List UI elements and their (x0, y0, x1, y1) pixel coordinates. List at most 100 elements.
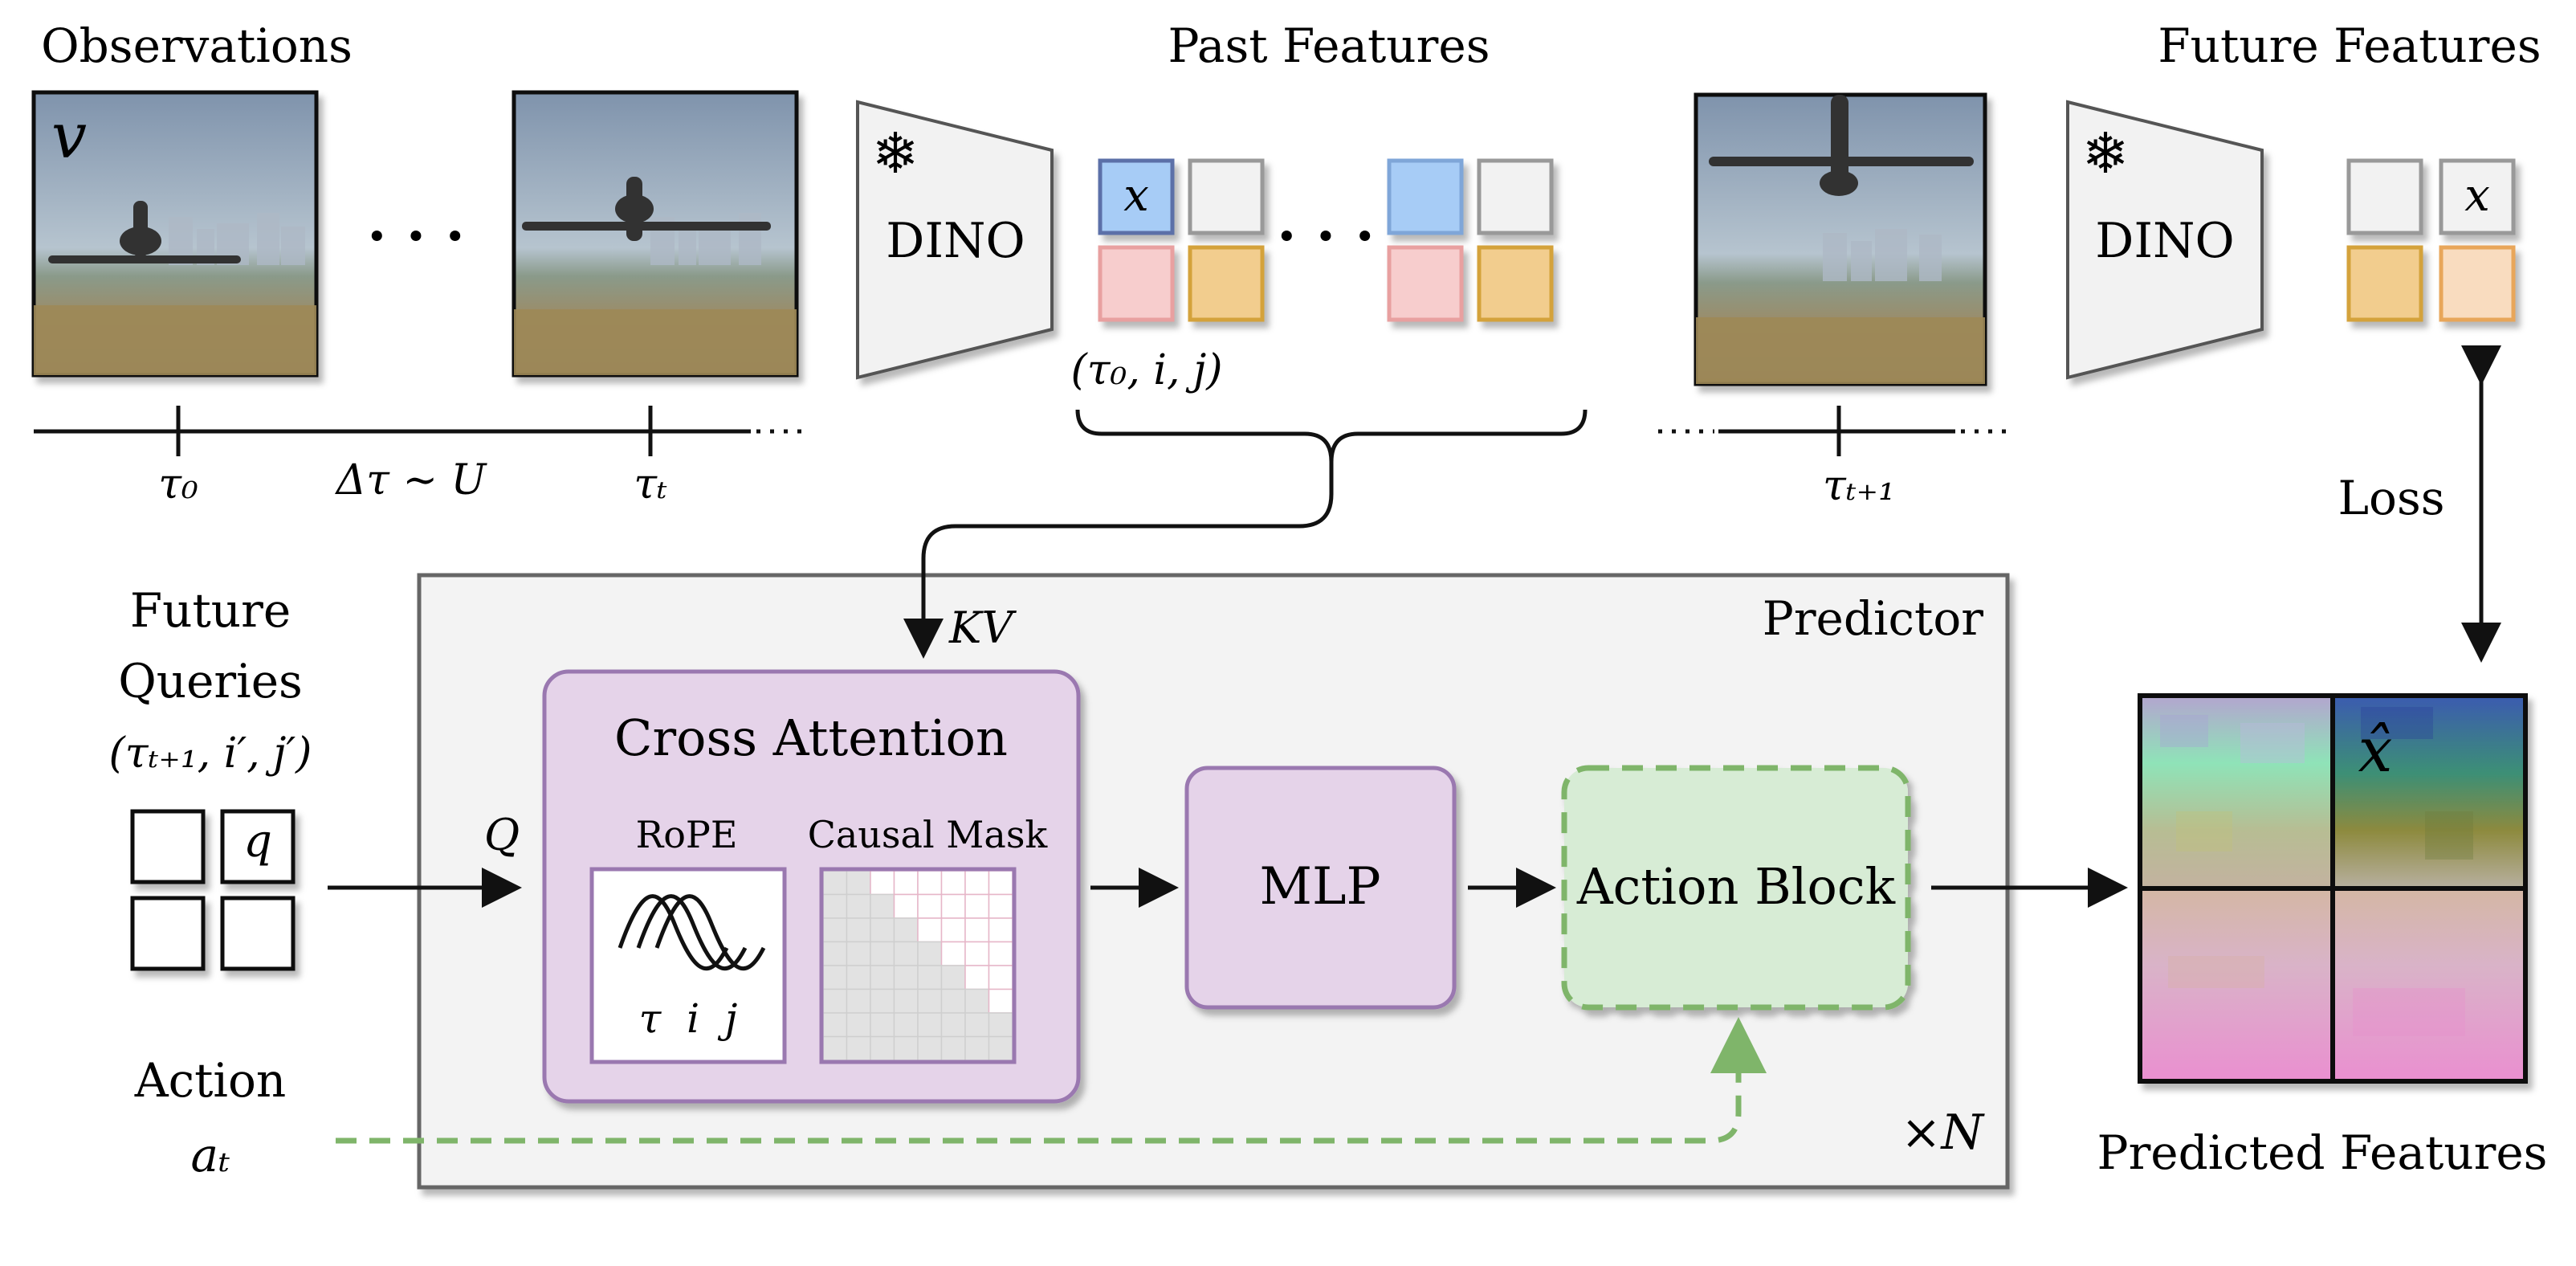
predicted-features-grid (2138, 693, 2528, 1084)
causal-mask-cell (846, 941, 871, 966)
cross-attention-title: Cross Attention (614, 709, 1008, 767)
mlp-label: MLP (1259, 857, 1380, 917)
tau-t-label: τₜ (634, 460, 667, 508)
action-arrow (336, 1017, 1767, 1144)
causal-mask-border (819, 867, 1017, 1064)
causal-mask-cell (870, 965, 895, 990)
dino-encoder-past (856, 100, 1054, 380)
causal-mask-cell (940, 1035, 966, 1061)
queries-index-label: (τₜ₊₁, i′, j′) (109, 729, 312, 778)
future-features-label: Future Features (2158, 18, 2541, 73)
causal-mask-cell (893, 965, 919, 990)
past-index-label: (τ₀, i, j) (1070, 346, 1222, 394)
causal-mask-cell (893, 1012, 919, 1038)
causal-mask-cell (893, 870, 919, 896)
dino-label-past: DINO (886, 213, 1025, 269)
causal-mask-cell (988, 965, 1013, 990)
causal-mask-cell (917, 870, 943, 896)
queries-title-line2: Queries (118, 654, 303, 709)
past-features-label: Past Features (1168, 18, 1490, 73)
causal-mask-cell (964, 965, 990, 990)
future-feature-tiles (2346, 158, 2516, 322)
causal-mask-cell (988, 870, 1013, 896)
mlp-block (1184, 766, 1457, 1010)
causal-mask-cell (822, 1012, 848, 1038)
causal-mask-cell (964, 893, 990, 919)
causal-mask-cell (917, 1035, 943, 1061)
causal-mask-cell (964, 1035, 990, 1061)
causal-mask-cell (893, 988, 919, 1014)
query-q-symbol: q (243, 815, 272, 868)
causal-mask-cell (964, 988, 990, 1014)
causal-mask-cell (870, 870, 895, 896)
snowflake-icon: ❄ (2082, 120, 2130, 186)
kv-arrow (903, 462, 1334, 659)
observation-frame-1 (31, 90, 319, 378)
causal-mask-cell (870, 1012, 895, 1038)
action-title: Action (134, 1053, 287, 1108)
action-block (1561, 765, 1911, 1011)
causal-mask-cell (964, 917, 990, 943)
future-timeline (1658, 406, 2016, 456)
causal-mask-cell (893, 893, 919, 919)
loss-label: Loss (2338, 471, 2445, 525)
causal-mask-cell (940, 893, 966, 919)
snowflake-icon: ❄ (872, 120, 919, 186)
queries-title-line1: Future (130, 583, 291, 638)
causal-mask-cell (870, 893, 895, 919)
causal-mask-panel (819, 867, 1017, 1064)
causal-mask-cell (870, 1035, 895, 1061)
past-features-brace (1075, 409, 1588, 463)
causal-mask-cell (964, 870, 990, 896)
causal-mask-cell (893, 941, 919, 966)
causal-mask-cell (870, 917, 895, 943)
causal-mask-cell (940, 870, 966, 896)
causal-mask-cell (940, 1012, 966, 1038)
causal-mask-cell (988, 893, 1013, 919)
causal-mask-cell (988, 941, 1013, 966)
causal-mask-cell (893, 1035, 919, 1061)
frames-ellipsis: · · · (367, 202, 465, 269)
causal-mask-cell (822, 893, 848, 919)
causal-mask-cell (988, 1012, 1013, 1038)
past-feature-tiles (1098, 158, 1554, 322)
observation-frame-2 (512, 90, 799, 378)
causal-mask-cell (988, 1035, 1013, 1061)
causal-mask-cell (917, 965, 943, 990)
causal-mask-cell (822, 965, 848, 990)
causal-mask-cell (964, 1012, 990, 1038)
causal-mask-cell (846, 870, 871, 896)
causal-mask-cell (940, 965, 966, 990)
past-x-symbol: x (1123, 169, 1149, 222)
rope-panel (589, 867, 787, 1064)
causal-mask-cell (870, 988, 895, 1014)
causal-mask-cell (917, 917, 943, 943)
causal-mask-cell (822, 870, 848, 896)
query-tiles (130, 809, 296, 971)
kv-label: KV (948, 602, 1017, 653)
delta-tau-label: Δτ ∼ U (335, 456, 488, 504)
past-tiles-ellipsis: · · · (1277, 202, 1375, 269)
causal-mask-cell (870, 941, 895, 966)
causal-mask-cell (917, 893, 943, 919)
causal-mask-cell (846, 1035, 871, 1061)
repeat-n-label: ×N (1901, 1105, 1985, 1161)
causal-mask-cell (940, 941, 966, 966)
causal-mask-cell (846, 893, 871, 919)
observation-timeline (34, 406, 811, 456)
frame-video-label: v (51, 100, 87, 173)
causal-mask-cell (917, 1012, 943, 1038)
predictor-title: Predictor (1763, 591, 1983, 646)
rope-label: RoPE (636, 813, 738, 856)
tau-t1-label: τₜ₊₁ (1823, 462, 1895, 510)
causal-mask-cell (822, 1035, 848, 1061)
causal-mask-cell (988, 917, 1013, 943)
tau-0-label: τ₀ (158, 460, 198, 508)
dino-label-future: DINO (2095, 213, 2235, 269)
causal-mask-cell (964, 941, 990, 966)
causal-mask-cell (846, 1012, 871, 1038)
causal-mask-cell (846, 988, 871, 1014)
predicted-features-label: Predicted Features (2097, 1125, 2548, 1180)
predicted-x-hat-symbol: x̂ (2358, 714, 2393, 786)
